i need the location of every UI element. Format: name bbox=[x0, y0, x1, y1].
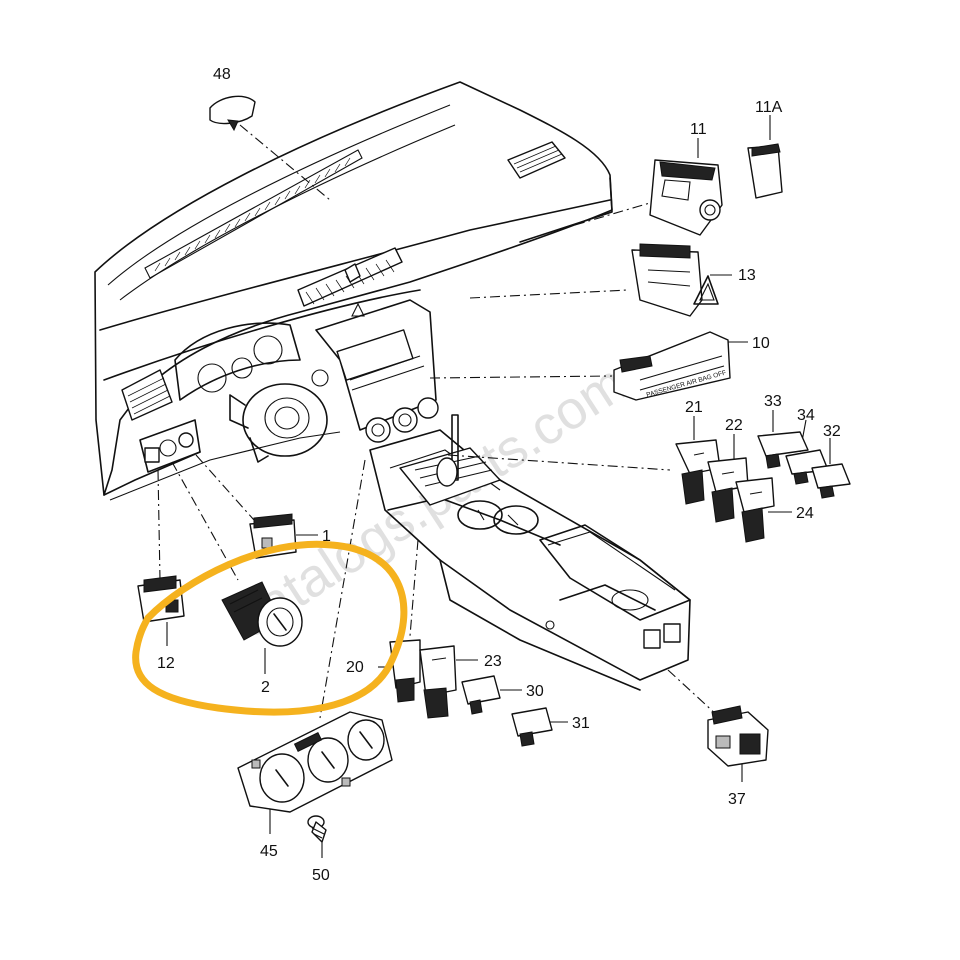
label-45: 45 bbox=[260, 843, 278, 860]
part-48-cap[interactable] bbox=[209, 95, 256, 132]
label-20: 20 bbox=[346, 659, 364, 676]
label-37: 37 bbox=[728, 791, 746, 808]
part-30-blank[interactable] bbox=[461, 675, 501, 715]
label-50: 50 bbox=[312, 867, 330, 884]
label-34: 34 bbox=[797, 407, 815, 424]
part-33-blank[interactable] bbox=[757, 431, 809, 469]
leader-lines bbox=[157, 115, 831, 858]
label-32: 32 bbox=[823, 423, 841, 440]
label-22: 22 bbox=[725, 417, 743, 434]
label-48: 48 bbox=[213, 66, 231, 83]
part-31-blank[interactable] bbox=[511, 707, 553, 747]
part-11-switch[interactable] bbox=[649, 159, 723, 236]
part-13-hazard-switch[interactable] bbox=[631, 243, 719, 317]
highlight-circle bbox=[132, 540, 408, 716]
right-side-vent bbox=[507, 141, 566, 179]
center-stack bbox=[315, 299, 439, 443]
label-11a: 11A bbox=[755, 99, 783, 116]
label-10: 10 bbox=[752, 335, 770, 352]
label-23: 23 bbox=[484, 653, 502, 670]
part-12-switch[interactable] bbox=[137, 575, 185, 623]
label-12: 12 bbox=[157, 655, 175, 672]
part-labels: 48 11A 11 13 10 21 33 34 32 22 24 1 12 2… bbox=[157, 66, 841, 884]
part-11a-cover[interactable] bbox=[747, 143, 783, 199]
center-vents bbox=[297, 247, 403, 307]
label-30: 30 bbox=[526, 683, 544, 700]
label-21: 21 bbox=[685, 399, 703, 416]
part-32-blank[interactable] bbox=[811, 463, 851, 499]
steering-wheel bbox=[229, 383, 328, 463]
part-50-screw[interactable] bbox=[307, 815, 327, 843]
label-2: 2 bbox=[261, 679, 270, 696]
dashboard-assembly bbox=[94, 81, 613, 501]
label-1: 1 bbox=[322, 528, 331, 545]
instrument-cluster bbox=[174, 322, 329, 401]
part-23-switch[interactable] bbox=[419, 645, 457, 719]
part-24-switch[interactable] bbox=[735, 477, 775, 543]
part-2-light-switch[interactable] bbox=[221, 581, 303, 647]
defrost-grille bbox=[144, 149, 363, 279]
part-45-climate-control[interactable] bbox=[237, 711, 393, 813]
label-31: 31 bbox=[572, 715, 590, 732]
label-33: 33 bbox=[764, 393, 782, 410]
part-10-airbag-indicator[interactable]: PASSENGER AIR BAG OFF bbox=[613, 331, 731, 401]
part-37-switch[interactable] bbox=[707, 705, 769, 767]
label-24: 24 bbox=[796, 505, 814, 522]
center-console bbox=[369, 414, 691, 691]
label-13: 13 bbox=[738, 267, 756, 284]
label-11: 11 bbox=[690, 121, 707, 138]
left-side-vent bbox=[121, 369, 173, 421]
